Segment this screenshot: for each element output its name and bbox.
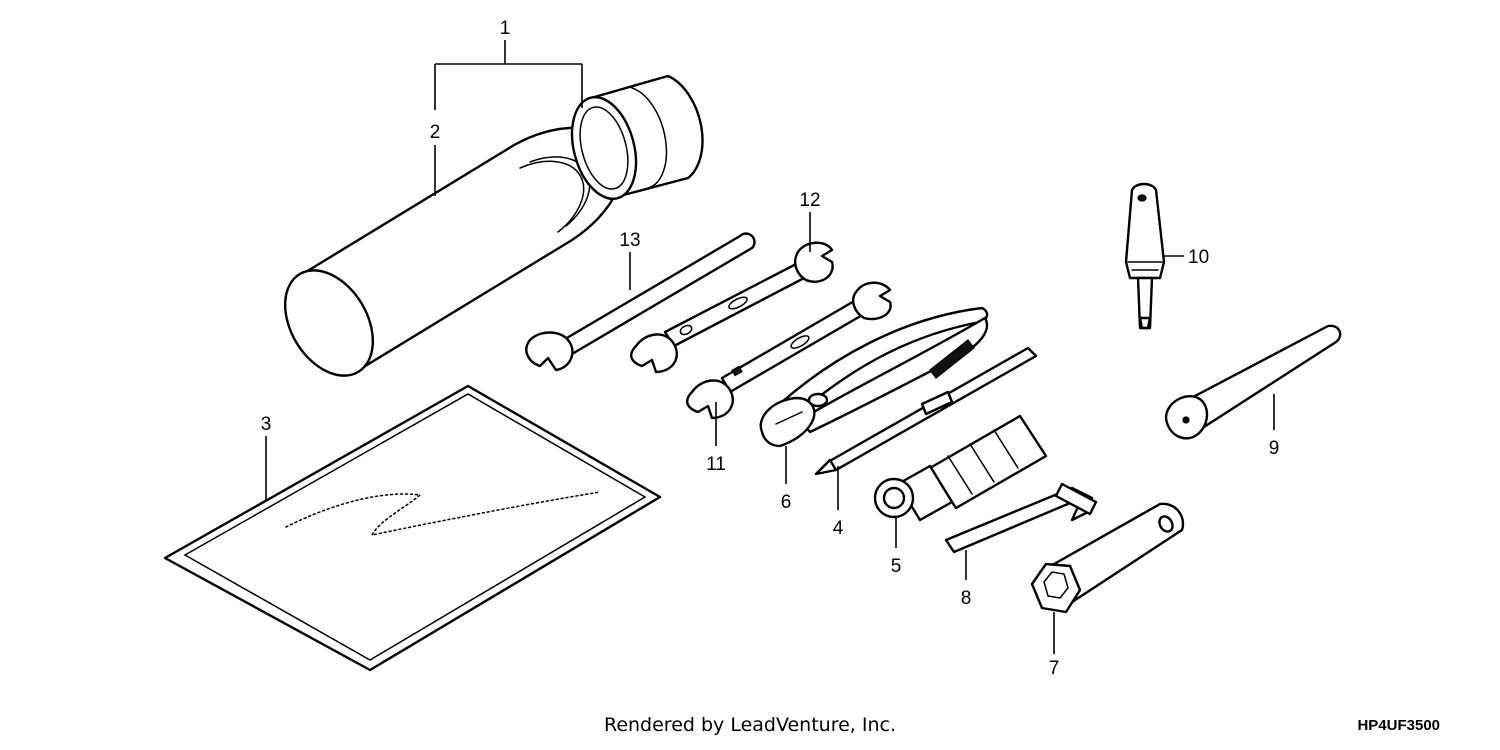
callout-8: 8: [961, 588, 972, 609]
tool-bag: [163, 384, 662, 672]
callout-3: 3: [261, 414, 272, 435]
leader-lines: [265, 40, 1275, 654]
tool-case-tube: [283, 126, 624, 377]
long-wrench: [525, 232, 756, 372]
open-end-wrench-12: [630, 241, 834, 374]
callout-2: 2: [430, 122, 441, 143]
screwdriver-grip: [1124, 182, 1166, 330]
render-credit: Rendered by LeadVenture, Inc.: [604, 714, 896, 736]
callout-12: 12: [799, 190, 820, 211]
tool-case-cap: [570, 74, 704, 201]
hex-key: [944, 482, 1098, 554]
pin-spanner: [1164, 324, 1342, 440]
callout-4: 4: [833, 518, 844, 539]
callout-10: 10: [1188, 247, 1209, 268]
spark-plug-wrench: [1030, 502, 1185, 614]
socket-wrench: [873, 414, 1048, 522]
callout-5: 5: [891, 556, 902, 577]
open-end-wrench-11: [686, 281, 892, 420]
screwdriver: [814, 346, 1038, 476]
callout-13: 13: [619, 230, 640, 251]
callout-6: 6: [781, 492, 792, 513]
callout-7: 7: [1049, 658, 1060, 679]
diagram-code: HP4UF3500: [1357, 717, 1440, 734]
callout-1: 1: [500, 18, 511, 39]
callout-labels: 1 2 3 13 12 10 11 6 4 5 8 7 9: [261, 18, 1280, 679]
pliers: [759, 306, 989, 448]
callout-9: 9: [1269, 438, 1280, 459]
callout-11: 11: [706, 454, 726, 475]
